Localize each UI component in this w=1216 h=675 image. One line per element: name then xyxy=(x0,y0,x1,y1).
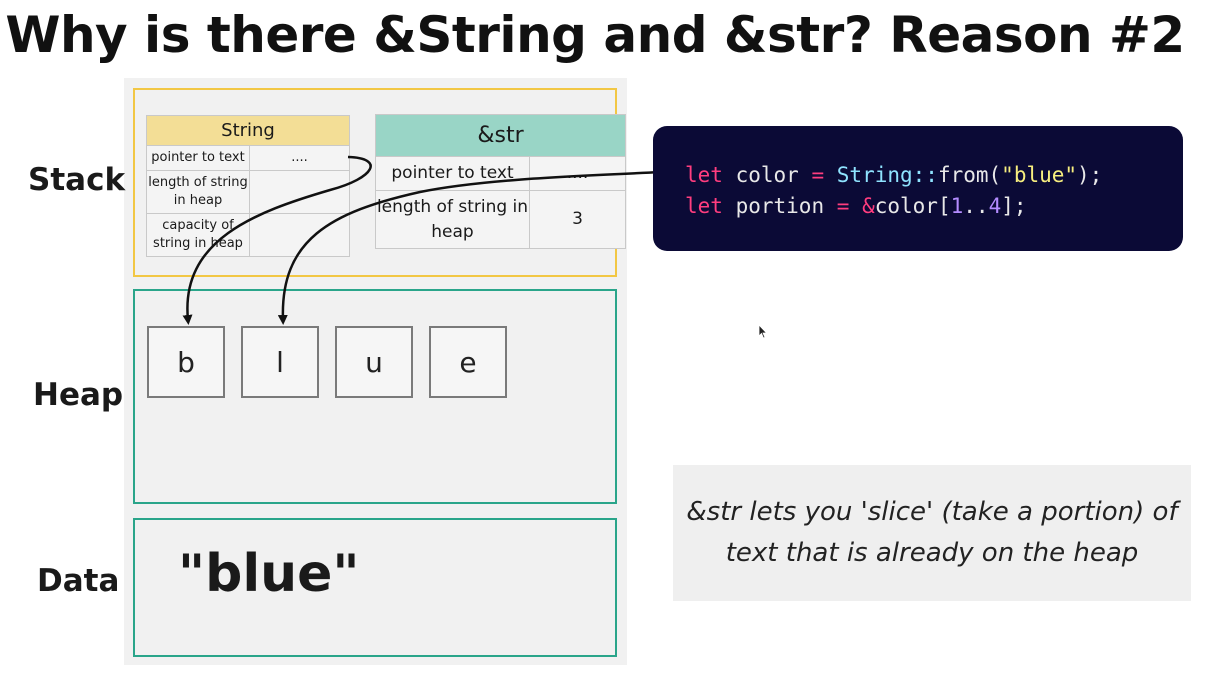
code-snippet: let color = String::from("blue"); let po… xyxy=(653,126,1183,251)
heap-cell: e xyxy=(429,326,507,398)
string-value-length xyxy=(249,170,350,214)
heap-label: Heap xyxy=(33,377,124,413)
str-field-length: length of string in heap xyxy=(375,190,530,249)
string-struct-table: String pointer to text .... length of st… xyxy=(146,115,350,257)
explanation-note: &str lets you 'slice' (take a portion) o… xyxy=(673,465,1191,601)
str-slice-table: &str pointer to text .... length of stri… xyxy=(375,114,626,249)
mouse-cursor-icon xyxy=(758,324,768,339)
string-field-capacity: capacity of string in heap xyxy=(146,213,250,257)
code-line-1: let color = String::from("blue"); xyxy=(685,163,1103,187)
str-table-header: &str xyxy=(375,114,626,157)
stack-label: Stack xyxy=(28,162,126,198)
string-value-capacity xyxy=(249,213,350,257)
str-field-pointer: pointer to text xyxy=(375,156,530,191)
str-value-length: 3 xyxy=(529,190,626,249)
heap-cell: b xyxy=(147,326,225,398)
page-title: Why is there &String and &str? Reason #2 xyxy=(5,6,1185,64)
str-pointer-arrow xyxy=(277,170,661,325)
string-pointer-arrow xyxy=(182,155,372,325)
heap-region xyxy=(133,289,617,504)
heap-cell: u xyxy=(335,326,413,398)
heap-cell: l xyxy=(241,326,319,398)
data-label: Data xyxy=(37,563,120,599)
data-region xyxy=(133,518,617,657)
string-field-length: length of string in heap xyxy=(146,170,250,214)
data-string-literal: "blue" xyxy=(178,544,360,604)
string-field-pointer: pointer to text xyxy=(146,145,250,171)
code-line-2: let portion = &color[1..4]; xyxy=(685,194,1027,218)
